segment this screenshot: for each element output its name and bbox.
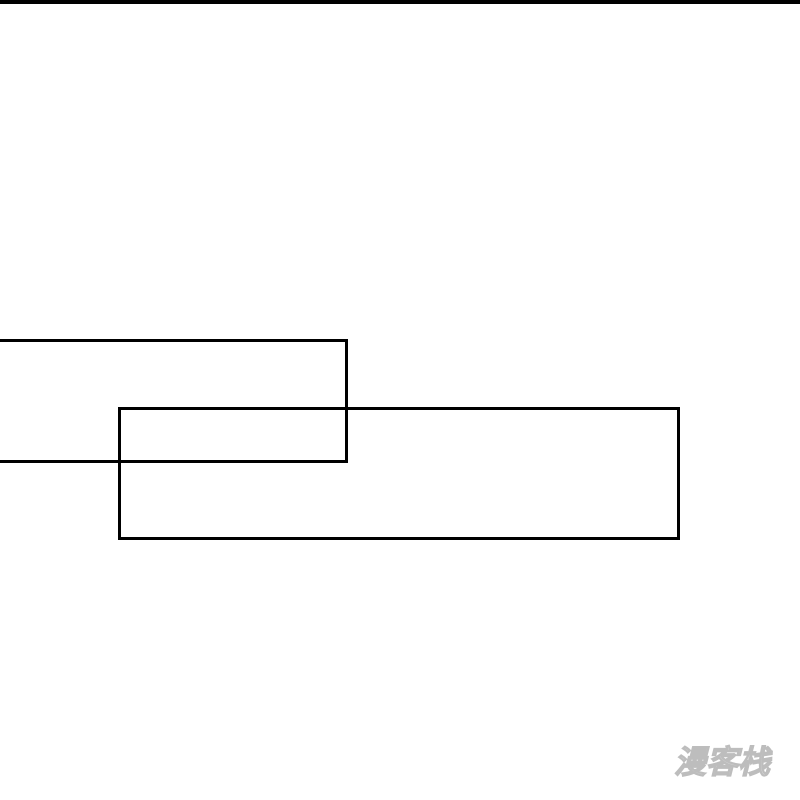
watermark-text: 漫客栈 bbox=[674, 743, 773, 781]
panel-top-border bbox=[0, 0, 800, 4]
speech-box-lower-right bbox=[118, 407, 680, 540]
watermark-logo: 漫客栈 bbox=[673, 742, 773, 781]
speech-box-upper-left bbox=[0, 339, 348, 463]
